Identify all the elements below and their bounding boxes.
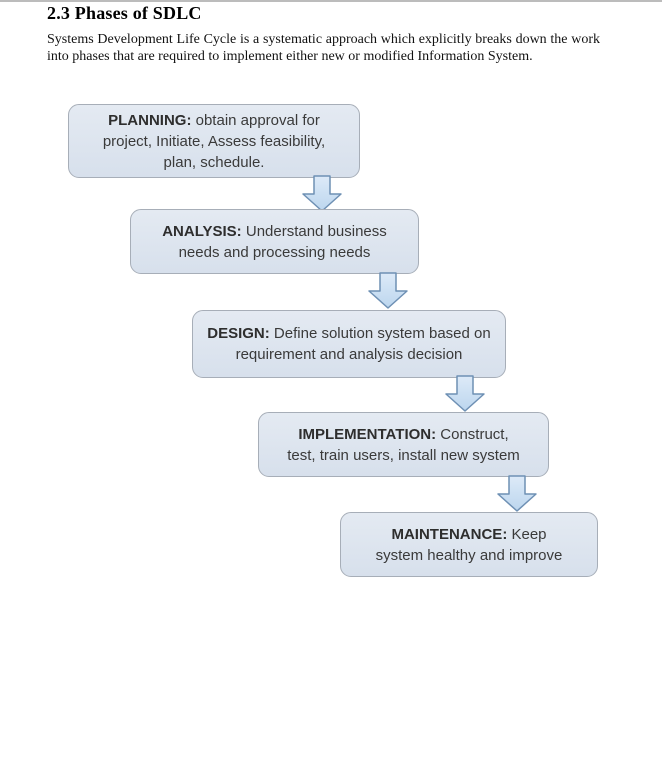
phase-box-design-text: DESIGN: Define solution system based on … — [207, 323, 491, 365]
down-arrow-icon — [368, 272, 408, 309]
down-arrow-4 — [495, 475, 539, 512]
down-arrow-2 — [366, 272, 410, 309]
down-arrow-icon — [302, 175, 342, 212]
phase-description: Define solution system based on requirem… — [235, 325, 491, 363]
phase-description: Keep system healthy and improve — [375, 525, 563, 564]
phase-label: DESIGN: — [207, 325, 270, 342]
down-arrow-icon — [445, 375, 485, 412]
down-arrow-icon — [497, 475, 537, 512]
intro-paragraph: Systems Development Life Cycle is a syst… — [47, 32, 600, 64]
phase-description: Construct, test, train users, install ne… — [287, 425, 520, 464]
phase-description: obtain approval for project, Initiate, A… — [102, 111, 326, 171]
phase-box-analysis-text: ANALYSIS: Understand business needs and … — [157, 221, 392, 263]
phase-label: MAINTENANCE: — [391, 525, 508, 543]
phase-box-planning: PLANNING: obtain approval for project, I… — [68, 104, 360, 178]
phase-label: IMPLEMENTATION: — [298, 425, 437, 443]
down-arrow-3 — [443, 375, 487, 412]
top-divider — [0, 0, 662, 2]
phase-box-maintenance-text: MAINTENANCE: Keep system healthy and imp… — [371, 524, 567, 566]
phase-box-analysis: ANALYSIS: Understand business needs and … — [130, 209, 419, 274]
section-heading: 2.3 Phases of SDLC — [47, 3, 202, 23]
phase-label: PLANNING: — [108, 111, 192, 129]
phase-box-implementation-text: IMPLEMENTATION: Construct, test, train u… — [283, 424, 524, 466]
phase-box-planning-text: PLANNING: obtain approval for project, I… — [87, 110, 341, 173]
phase-box-implementation: IMPLEMENTATION: Construct, test, train u… — [258, 412, 549, 477]
phase-label: ANALYSIS: — [162, 222, 242, 240]
phase-box-maintenance: MAINTENANCE: Keep system healthy and imp… — [340, 512, 598, 577]
phase-box-design: DESIGN: Define solution system based on … — [192, 310, 506, 378]
phase-description: Understand business needs and processing… — [178, 222, 387, 261]
down-arrow-1 — [300, 175, 344, 212]
